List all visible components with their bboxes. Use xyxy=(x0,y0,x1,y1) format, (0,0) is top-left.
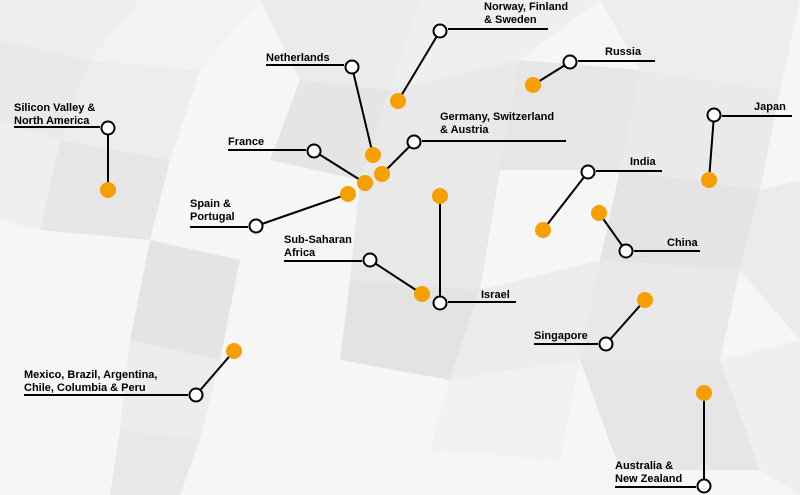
location-marker-russia xyxy=(525,77,541,93)
connector-japan xyxy=(701,107,792,188)
location-marker-singapore xyxy=(637,292,653,308)
label-singapore: Singapore xyxy=(534,330,588,342)
node-france xyxy=(306,143,322,159)
label-china: China xyxy=(667,237,698,249)
leader-line-india xyxy=(542,171,589,231)
node-latam xyxy=(188,387,204,403)
node-netherlands xyxy=(344,59,360,75)
location-marker-israel xyxy=(432,188,448,204)
connector-israel xyxy=(432,188,516,311)
location-marker-latam xyxy=(226,343,242,359)
location-marker-japan xyxy=(701,172,717,188)
node-silicon-valley xyxy=(100,120,116,136)
connector-singapore xyxy=(534,292,653,352)
connector-russia xyxy=(525,54,655,93)
node-dach xyxy=(406,134,422,150)
label-netherlands: Netherlands xyxy=(266,52,330,64)
label-russia: Russia xyxy=(605,46,642,58)
leader-line-spain-portugal xyxy=(255,193,349,227)
leader-line-sub-saharan-africa xyxy=(369,259,423,295)
leader-line-france xyxy=(313,150,366,184)
node-nordics xyxy=(432,23,448,39)
connector-spain-portugal xyxy=(190,186,356,234)
connector-silicon-valley xyxy=(14,120,116,198)
location-marker-anz xyxy=(696,385,712,401)
node-singapore xyxy=(598,336,614,352)
connector-dach xyxy=(374,134,566,182)
connector-nordics xyxy=(390,23,548,109)
location-marker-silicon-valley xyxy=(100,182,116,198)
connector-anz xyxy=(615,385,712,494)
connector-sub-saharan-africa xyxy=(284,252,430,302)
location-marker-netherlands xyxy=(365,147,381,163)
connector-latam xyxy=(24,343,242,403)
connector-india xyxy=(535,164,662,238)
label-anz: Australia &New Zealand xyxy=(615,460,683,485)
node-israel xyxy=(432,295,448,311)
label-spain-portugal: Spain &Portugal xyxy=(190,198,235,223)
location-marker-sub-saharan-africa xyxy=(414,286,430,302)
leader-line-latam xyxy=(195,350,235,396)
leader-line-netherlands xyxy=(351,66,374,156)
label-france: France xyxy=(228,136,265,148)
location-marker-china xyxy=(591,205,607,221)
label-israel: Israel xyxy=(481,289,510,301)
node-india xyxy=(580,164,596,180)
label-latam: Mexico, Brazil, Argentina,Chile, Columbi… xyxy=(24,369,158,394)
leader-line-singapore xyxy=(605,299,646,345)
node-japan xyxy=(706,107,722,123)
label-japan: Japan xyxy=(754,101,786,113)
connector-china xyxy=(591,205,700,259)
node-china xyxy=(618,243,634,259)
label-india: India xyxy=(630,156,656,168)
label-silicon-valley: Silicon Valley &North America xyxy=(14,102,96,127)
location-marker-france xyxy=(357,175,373,191)
label-nordics: Norway, Finland& Sweden xyxy=(484,1,569,26)
leader-line-japan xyxy=(708,114,715,181)
location-marker-spain-portugal xyxy=(340,186,356,202)
leader-line-nordics xyxy=(397,30,441,102)
node-spain-portugal xyxy=(248,218,264,234)
location-marker-dach xyxy=(374,166,390,182)
location-marker-india xyxy=(535,222,551,238)
label-dach: Germany, Switzerland& Austria xyxy=(440,111,555,136)
node-anz xyxy=(696,478,712,494)
node-russia xyxy=(562,54,578,70)
node-sub-saharan-africa xyxy=(362,252,378,268)
connector-netherlands xyxy=(266,59,381,163)
location-marker-nordics xyxy=(390,93,406,109)
connector-france xyxy=(228,143,373,191)
